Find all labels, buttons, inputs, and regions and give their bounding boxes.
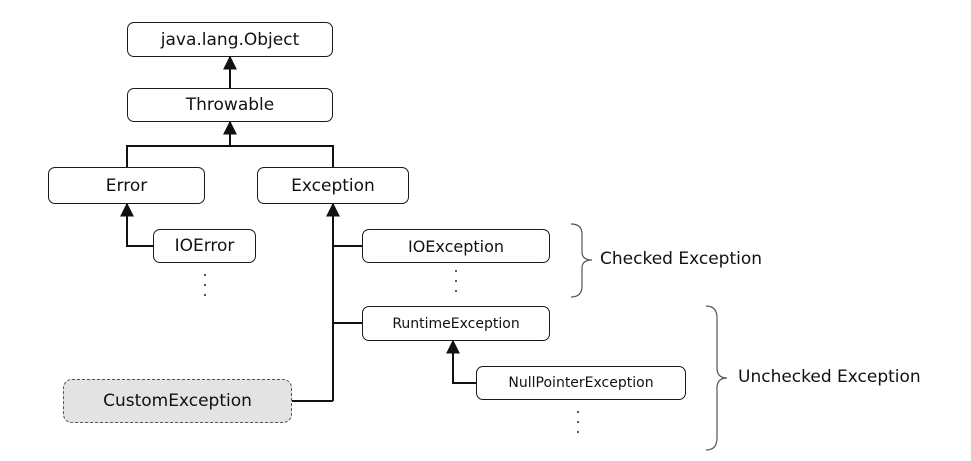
unchecked-brace xyxy=(705,305,728,451)
ioexception-node: IOException xyxy=(362,229,550,263)
custom-exception-node: CustomException xyxy=(63,379,292,423)
object-node: java.lang.Object xyxy=(127,22,333,57)
nullpointer-exception-node: NullPointerException xyxy=(476,366,686,400)
nullpointer-to-runtime-arrow xyxy=(446,339,476,384)
exception-node: Exception xyxy=(257,167,409,204)
nullpointer-more-ellipsis xyxy=(577,407,579,437)
ioexception-more-ellipsis xyxy=(455,266,457,296)
error-more-ellipsis xyxy=(204,270,206,300)
runtime-exception-node: RuntimeException xyxy=(362,306,550,341)
ioerror-node: IOError xyxy=(153,229,256,263)
unchecked-exception-label: Unchecked Exception xyxy=(738,367,921,387)
error-to-throwable-line xyxy=(126,145,230,167)
exception-to-throwable-line xyxy=(230,145,334,167)
throwable-node: Throwable xyxy=(127,88,333,122)
ioerror-to-error-arrow xyxy=(120,202,153,247)
checked-exception-label: Checked Exception xyxy=(600,249,763,269)
checked-brace xyxy=(570,223,593,298)
error-node: Error xyxy=(48,167,205,204)
